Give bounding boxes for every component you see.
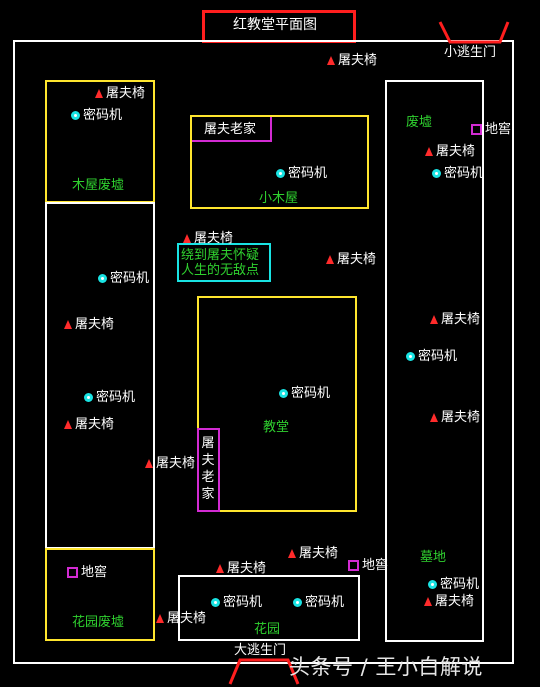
killer-home-side-label: 屠夫老家 [201, 436, 215, 502]
cellar-icon [348, 560, 359, 571]
watermark: 头条号 / 王小白解说 [289, 655, 483, 679]
chair-marker: 屠夫椅 [425, 145, 475, 158]
blind-spot-label: 绕到屠夫怀疑人生的无敌点 [181, 248, 260, 278]
chair-icon [288, 549, 296, 558]
cipher-marker: 密码机 [84, 391, 135, 404]
chair-icon [425, 147, 433, 156]
cipher-marker: 密码机 [406, 350, 457, 363]
outer-wall [13, 40, 514, 664]
chair-marker: 屠夫椅 [424, 595, 474, 608]
cipher-icon [98, 274, 107, 283]
cipher-marker: 密码机 [98, 272, 149, 285]
chair-marker: 屠夫椅 [216, 562, 266, 575]
right-corridor [385, 80, 484, 642]
chair-marker: 屠夫椅 [288, 547, 338, 560]
killer-home-side-box [197, 428, 220, 512]
blind-spot-box [177, 243, 271, 282]
garden-area [178, 575, 360, 641]
small-exit-gate [438, 21, 510, 44]
chair-icon [95, 89, 103, 98]
chair-marker: 屠夫椅 [430, 313, 480, 326]
chair-icon [145, 459, 153, 468]
small-cabin-label: 小木屋 [259, 191, 299, 206]
cipher-icon [211, 598, 220, 607]
cipher-icon [406, 352, 415, 361]
cellar-icon [67, 567, 78, 578]
church-area [197, 296, 357, 512]
cipher-marker: 密码机 [428, 578, 479, 591]
cellar-marker: 地窖 [348, 559, 388, 572]
garden-ruins-area [45, 548, 155, 641]
small-cabin-area [190, 115, 369, 209]
cellar-icon [471, 124, 482, 135]
chair-marker: 屠夫椅 [156, 612, 206, 625]
cipher-icon [428, 580, 437, 589]
chair-icon [326, 255, 334, 264]
killer-home-top-label: 屠夫老家 [204, 122, 257, 137]
cipher-marker: 密码机 [211, 596, 262, 609]
chair-icon [216, 564, 224, 573]
chair-marker: 屠夫椅 [327, 54, 377, 67]
cellar-marker: 地窖 [67, 566, 107, 579]
cipher-marker: 密码机 [71, 109, 122, 122]
chair-marker: 屠夫椅 [183, 232, 233, 245]
chair-icon [424, 597, 432, 606]
church-label: 教堂 [263, 420, 290, 435]
cipher-marker: 密码机 [279, 387, 330, 400]
chair-icon [183, 234, 191, 243]
cabin-ruins-label: 木屋废墟 [72, 178, 125, 193]
chair-icon [327, 56, 335, 65]
chair-marker: 屠夫椅 [430, 411, 480, 424]
chair-marker: 屠夫椅 [64, 418, 114, 431]
map-title: 红教堂平面图 [233, 17, 317, 33]
chair-icon [430, 413, 438, 422]
cipher-icon [432, 169, 441, 178]
cipher-icon [71, 111, 80, 120]
garden-ruins-label: 花园废墟 [72, 615, 125, 630]
chair-marker: 屠夫椅 [95, 87, 145, 100]
small-exit-label: 小逃生门 [444, 45, 497, 60]
cipher-icon [84, 393, 93, 402]
chair-marker: 屠夫椅 [326, 253, 376, 266]
cipher-marker: 密码机 [276, 167, 327, 180]
big-exit-gate [228, 658, 300, 685]
cipher-icon [276, 169, 285, 178]
left-corridor [45, 202, 155, 549]
cellar-marker: 地窖 [471, 123, 511, 136]
killer-home-top-box [192, 117, 272, 142]
chair-marker: 屠夫椅 [145, 457, 195, 470]
chair-icon [430, 315, 438, 324]
big-exit-label: 大逃生门 [234, 643, 287, 658]
graveyard-label: 墓地 [420, 550, 447, 565]
chair-icon [156, 614, 164, 623]
ruins-right-label: 废墟 [406, 115, 433, 130]
cipher-marker: 密码机 [293, 596, 344, 609]
chair-icon [64, 320, 72, 329]
cipher-icon [293, 598, 302, 607]
chair-marker: 屠夫椅 [64, 318, 114, 331]
chair-icon [64, 420, 72, 429]
cipher-icon [279, 389, 288, 398]
cipher-marker: 密码机 [432, 167, 483, 180]
garden-label: 花园 [254, 622, 281, 637]
